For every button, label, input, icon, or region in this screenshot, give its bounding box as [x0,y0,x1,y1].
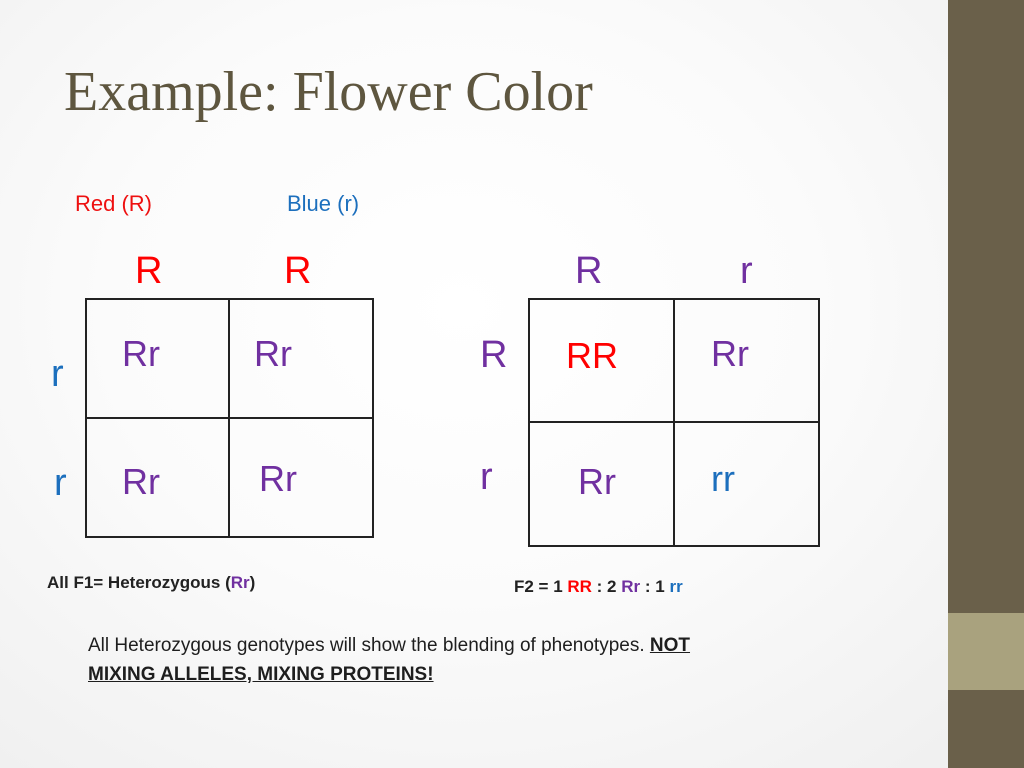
genotype-cell: Rr [259,458,297,499]
sidebar-accent-block [948,613,1024,690]
emphasis-text: NOT MIXING ALLELES, MIXING PROTEINS! [88,635,691,685]
allele-header-top-2: r [740,250,753,292]
genotype-cell: Rr [578,461,616,502]
genotype-cell: rr [711,458,735,499]
legend-red: Red (R) [75,191,153,216]
allele-header-side-1: R [480,334,508,376]
slide-title: Example: Flower Color [64,61,593,123]
genotype-cell: Rr [122,333,160,374]
homozygous-dominant: RR [567,577,592,596]
grid-divider [85,417,374,419]
genotype-cell: Rr [122,461,160,502]
allele-header-top-1: R [135,250,163,292]
heterozygous: Rr [621,577,641,596]
f2-ratio: F2 = 1 RR : 2 Rr : 1 rr [514,577,683,596]
blending-note: All Heterozygous genotypes will show the… [88,635,691,685]
allele-header-side-1: r [51,353,64,395]
allele-header-top-1: R [575,250,603,292]
allele-header-side-2: r [480,456,493,498]
f1-summary: All F1= Heterozygous (Rr) [47,573,256,592]
allele-header-side-2: r [54,462,67,504]
allele-header-top-2: R [284,250,312,292]
genotype-cell: Rr [254,333,292,374]
grid-divider [528,421,820,423]
genotype-cell: RR [566,335,618,376]
homozygous-recessive: rr [669,577,683,596]
heterozygous-genotype: Rr [230,573,250,592]
genotype-cell: Rr [711,333,749,374]
legend-blue: Blue (r) [287,191,360,216]
